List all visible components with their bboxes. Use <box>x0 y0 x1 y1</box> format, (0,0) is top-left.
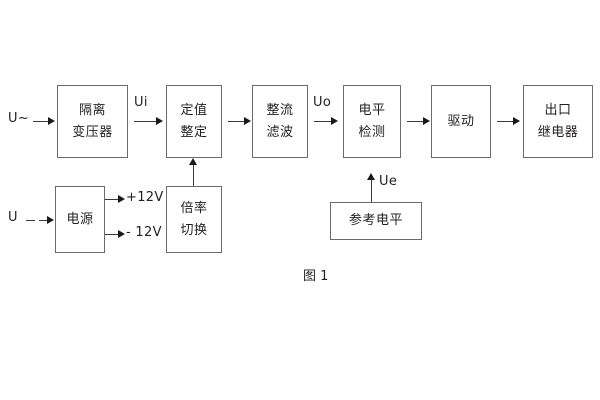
block-rectify-filter: 整流 滤波 <box>252 85 308 158</box>
connector-multiplier-to-setting <box>193 165 194 186</box>
block-rectify-filter-line1: 整流 <box>266 103 294 119</box>
connector-drive-to-relay <box>497 121 515 122</box>
connector-level-to-drive-arrowhead <box>423 117 430 125</box>
input-dc-line-dash <box>26 220 35 221</box>
input-dc-arrowhead <box>47 216 54 224</box>
connector-supply-negative-arrowhead <box>118 230 125 238</box>
connector-setting-to-rectify-arrowhead <box>244 117 251 125</box>
block-isolation-transformer: 隔离 变压器 <box>57 85 128 158</box>
connector-drive-to-relay-arrowhead <box>513 117 520 125</box>
signal-uo-label: Uo <box>313 95 332 110</box>
signal-ui-label: Ui <box>134 95 148 110</box>
block-isolation-transformer-line1: 隔离 <box>78 103 106 119</box>
input-dc-line <box>39 220 50 221</box>
block-multiplier-switch-line2: 切换 <box>180 222 208 238</box>
connector-supply-positive <box>105 199 122 200</box>
block-multiplier-switch: 倍率 切换 <box>166 186 222 253</box>
connector-level-to-drive <box>407 121 425 122</box>
connector-transformer-to-setting <box>134 121 158 122</box>
block-level-detection-line1: 电平 <box>358 103 386 119</box>
signal-ue-label: Ue <box>379 174 398 189</box>
block-drive-line1: 驱动 <box>447 113 475 129</box>
block-output-relay-line2: 继电器 <box>537 124 579 140</box>
connector-multiplier-to-setting-arrowhead <box>189 158 197 165</box>
block-power-supply-line1: 电源 <box>66 211 94 227</box>
figure-caption: 图 1 <box>303 269 329 284</box>
block-drive: 驱动 <box>431 85 491 158</box>
connector-rectify-to-level <box>314 121 333 122</box>
block-setting-value-line2: 整定 <box>180 124 208 140</box>
connector-transformer-to-setting-arrowhead <box>156 117 163 125</box>
block-power-supply: 电源 <box>55 186 105 253</box>
connector-reference-to-level <box>371 180 372 202</box>
supply-negative-label: - 12V <box>126 225 162 240</box>
connector-supply-negative <box>105 234 122 235</box>
connector-setting-to-rectify <box>228 121 246 122</box>
input-ac-label: U~ <box>8 111 30 126</box>
connector-supply-positive-arrowhead <box>118 195 125 203</box>
block-multiplier-switch-line1: 倍率 <box>180 201 208 217</box>
block-output-relay-line1: 出口 <box>544 103 572 119</box>
input-dc-label: U <box>8 210 18 225</box>
block-setting-value: 定值 整定 <box>166 85 222 158</box>
input-ac-line <box>33 121 50 122</box>
input-ac-arrowhead <box>48 117 55 125</box>
block-reference-level: 参考电平 <box>330 202 422 240</box>
block-reference-level-line1: 参考电平 <box>348 213 403 229</box>
block-isolation-transformer-line2: 变压器 <box>72 124 113 140</box>
block-rectify-filter-line2: 滤波 <box>266 124 294 140</box>
supply-positive-label: +12V <box>126 190 164 205</box>
block-output-relay: 出口 继电器 <box>523 85 593 158</box>
block-level-detection: 电平 检测 <box>343 85 401 158</box>
block-setting-value-line1: 定值 <box>180 103 208 119</box>
block-level-detection-line2: 检测 <box>358 124 386 140</box>
connector-reference-to-level-arrowhead <box>367 173 375 180</box>
connector-rectify-to-level-arrowhead <box>331 117 338 125</box>
